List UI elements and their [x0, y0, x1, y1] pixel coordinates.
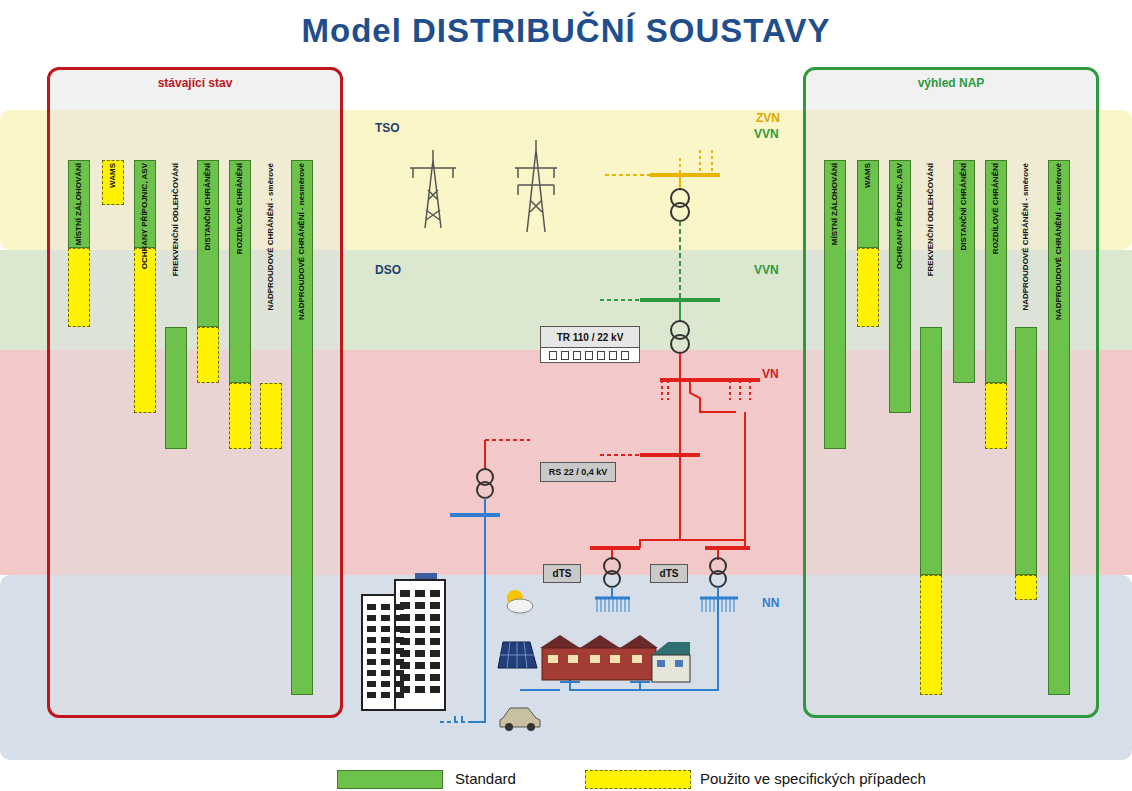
bar-label: NADPROUDOVÉ CHRÁNĚNÍ - nesměrové [298, 163, 306, 320]
protection-bar: ROZDÍLOVÉ CHRÁNĚNÍ [229, 160, 251, 449]
substation-bays [540, 347, 640, 363]
bay [549, 351, 557, 360]
protection-bar: ROZDÍLOVÉ CHRÁNĚNÍ [985, 160, 1007, 449]
bar-label: MÍSTNÍ ZÁLOHOVÁNÍ [75, 163, 83, 245]
box-label: dTS [660, 568, 679, 579]
transformer [710, 571, 726, 587]
level-label: VVN [754, 127, 779, 141]
bay [609, 351, 617, 360]
specific-segment [197, 327, 219, 383]
bay [597, 351, 605, 360]
bay [585, 351, 593, 360]
protection-bar: OCHRANY PŘÍPOJNIC, ASV [889, 160, 911, 413]
level-label: VN [762, 367, 779, 381]
protection-bar: NADPROUDOVÉ CHRÁNĚNÍ - nesměrové [291, 160, 313, 695]
protection-bar: NADPROUDOVÉ CHRÁNĚNÍ - nesměrové [1048, 160, 1070, 695]
bar-label: NADPROUDOVÉ CHRÁNĚNÍ - nesměrové [1055, 163, 1063, 320]
box-label: RS 22 / 0,4 kV [549, 467, 608, 477]
panel: výhled NAP MÍSTNÍ ZÁLOHOVÁNÍ WAMS OCHRANY P… [803, 67, 1099, 718]
legend-swatch [585, 770, 691, 789]
protection-bar: WAMS [102, 160, 124, 205]
bar-label: OCHRANY PŘÍPOJNIC, ASV [141, 163, 149, 269]
protection-bar: OCHRANY PŘÍPOJNIC, ASV [134, 160, 156, 413]
bar-label: FREKVENČNÍ ODLEHČOVÁNÍ [172, 163, 180, 276]
vvn-wiring [600, 221, 720, 322]
bar-label: DISTANČNÍ CHRÁNĚNÍ [204, 163, 212, 250]
level-label: DSO [375, 263, 401, 277]
nn-feeders [597, 598, 734, 612]
row-houses [540, 635, 658, 680]
level-label: ZVN [756, 111, 780, 125]
panel-title: stávající stav [50, 76, 340, 90]
bar-label: WAMS [109, 163, 117, 188]
transformer [671, 203, 689, 221]
bay [621, 351, 629, 360]
specific-segment [68, 248, 90, 327]
protection-bar: MÍSTNÍ ZÁLOHOVÁNÍ [824, 160, 846, 449]
protection-bar: MÍSTNÍ ZÁLOHOVÁNÍ [68, 160, 90, 327]
bar-label: NADPROUDOVÉ CHRÁNĚNÍ - směrové [1022, 163, 1030, 311]
box-label: dTS [553, 568, 572, 579]
solar-panel [498, 642, 537, 668]
transformer-station-box: dTS [650, 564, 688, 583]
bar-label: NADPROUDOVÉ CHRÁNĚNÍ - směrové [267, 163, 275, 311]
specific-segment [920, 575, 942, 695]
legend-swatch [337, 770, 443, 789]
protection-bar: FREKVENČNÍ ODLEHČOVÁNÍ [165, 160, 187, 449]
protection-bar: WAMS [857, 160, 879, 327]
bay [573, 351, 581, 360]
bay [561, 351, 569, 360]
transformer [671, 335, 689, 353]
vn-wiring [485, 353, 760, 560]
protection-bar: DISTANČNÍ CHRÁNĚNÍ [953, 160, 975, 383]
pylon [410, 140, 557, 232]
house [652, 642, 690, 682]
specific-segment [985, 383, 1007, 449]
standard-segment [920, 327, 942, 575]
electric-car [500, 708, 540, 731]
protection-bar: FREKVENČNÍ ODLEHČOVÁNÍ [920, 160, 942, 695]
building [362, 573, 445, 710]
bar-label: ROZDÍLOVÉ CHRÁNĚNÍ [992, 163, 1000, 254]
bar-label: WAMS [864, 163, 872, 188]
bar-label: DISTANČNÍ CHRÁNĚNÍ [960, 163, 968, 250]
transformer-station-box: RS 22 / 0,4 kV [540, 462, 616, 482]
legend-text: Použito ve specifických případech [700, 770, 926, 787]
bar-label: OCHRANY PŘÍPOJNIC, ASV [896, 163, 904, 269]
transformer [477, 482, 493, 498]
standard-segment [1015, 327, 1037, 575]
level-label: TSO [375, 121, 400, 135]
box-label: TR 110 / 22 kV [557, 332, 624, 343]
protection-bar: DISTANČNÍ CHRÁNĚNÍ [197, 160, 219, 383]
bar-label: ROZDÍLOVÉ CHRÁNĚNÍ [236, 163, 244, 254]
standard-segment [165, 327, 187, 449]
zvn-wiring [605, 150, 720, 190]
transformer-station-box: dTS [543, 564, 581, 583]
specific-segment [134, 248, 156, 413]
legend-text: Standard [455, 770, 516, 787]
weather-icon [507, 590, 533, 613]
bar-label: FREKVENČNÍ ODLEHČOVÁNÍ [927, 163, 935, 276]
substation-box: TR 110 / 22 kV [540, 326, 640, 348]
panel-title: výhled NAP [806, 76, 1096, 90]
protection-bar: NADPROUDOVÉ CHRÁNĚNÍ - směrové [1015, 160, 1037, 600]
transformer [604, 571, 620, 587]
specific-segment [1015, 575, 1037, 600]
panel: stávající stavMÍSTNÍ ZÁLOHOVÁNÍ WAMS OCHRA… [47, 67, 343, 718]
level-label: NN [762, 596, 779, 610]
diagram-title: Model DISTRIBUČNÍ SOUSTAVY [0, 12, 1132, 50]
specific-segment [260, 383, 282, 449]
level-label: VVN [754, 263, 779, 277]
protection-bar: NADPROUDOVÉ CHRÁNĚNÍ - směrové [260, 160, 282, 449]
building-windows [367, 590, 440, 698]
bar-label: MÍSTNÍ ZÁLOHOVÁNÍ [831, 163, 839, 245]
specific-segment [229, 383, 251, 449]
nn-wiring [440, 498, 738, 722]
specific-segment [857, 248, 879, 327]
